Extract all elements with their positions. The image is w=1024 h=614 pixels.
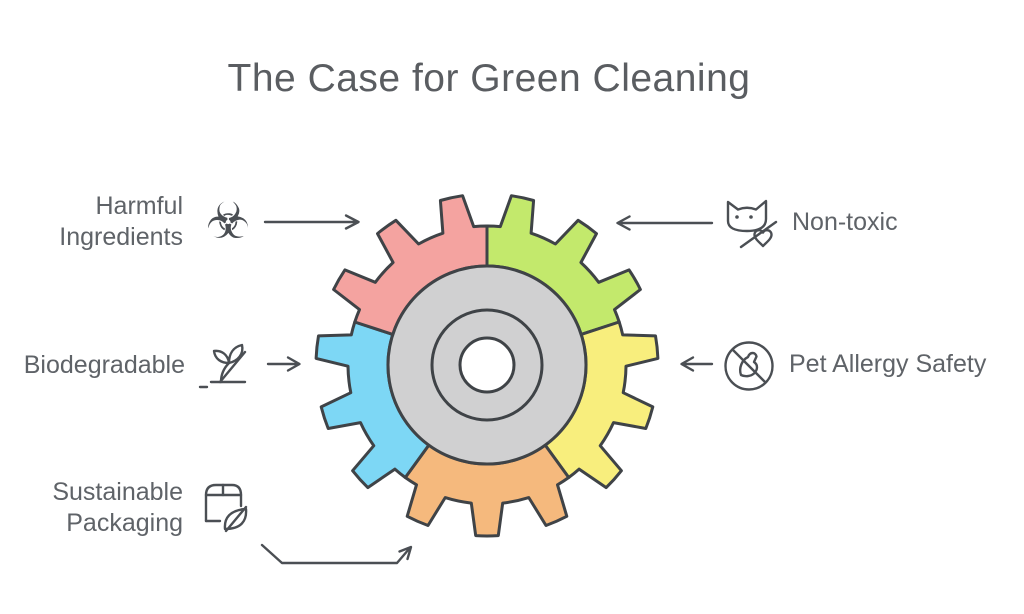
page-title: The Case for Green Cleaning: [227, 57, 751, 100]
harmful-ingredients-arrow: [263, 214, 360, 230]
pet-allergy-safety-arrow: [680, 356, 714, 372]
no-dog-icon: [724, 341, 774, 391]
biodegradable-arrow: [266, 356, 301, 372]
gear-wheel: [314, 194, 660, 538]
sustainable-packaging-line1: Sustainable: [52, 478, 183, 506]
sustainable-packaging-label: Sustainable Packaging: [8, 477, 183, 539]
gear-hub-hole: [458, 336, 516, 394]
cat-heart-icon: [726, 199, 778, 249]
harmful-ingredients-label: Harmful Ingredients: [8, 191, 183, 253]
sustainable-packaging-line2: Packaging: [66, 509, 183, 537]
non-toxic-arrow: [616, 215, 714, 231]
package-leaf-icon: [204, 483, 248, 533]
sustainable-packaging-arrow: [260, 543, 413, 565]
harmful-ingredients-line2: Ingredients: [59, 223, 183, 251]
seedling-icon: [198, 343, 247, 389]
biodegradable-label: Biodegradable: [23, 351, 185, 379]
harmful-ingredients-line1: Harmful: [95, 192, 183, 220]
pet-allergy-safety-label: Pet Allergy Safety: [789, 350, 987, 378]
gear-hub-ring: [430, 308, 544, 422]
non-toxic-label: Non-toxic: [792, 208, 898, 236]
biohazard-icon: ☣: [205, 192, 251, 250]
